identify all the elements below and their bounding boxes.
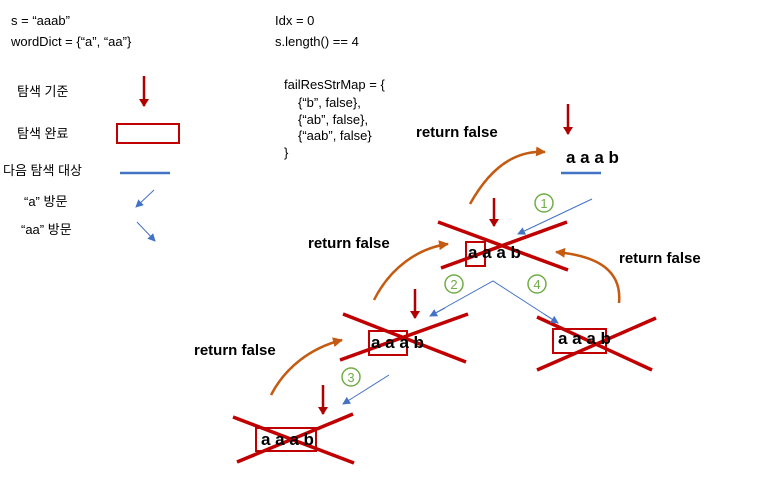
index-line: Idx = 0 bbox=[275, 13, 315, 28]
n1-cross-line-b bbox=[440, 220, 568, 270]
legend-visit-a-arrow-icon bbox=[135, 189, 155, 208]
legend-visit-a-label: “a” 방문 bbox=[24, 194, 68, 209]
return-arrow-n2-to-n1 bbox=[372, 240, 449, 301]
n1-done-box bbox=[465, 241, 486, 267]
legend-visit-aa-arrow-icon bbox=[136, 221, 156, 242]
fail-map-entry: {“ab”, false}, bbox=[298, 112, 369, 127]
n2-cross-line-b bbox=[339, 312, 469, 362]
n3-cross-line-b bbox=[236, 412, 354, 464]
legend-visit-aa-label: “aa” 방문 bbox=[21, 222, 72, 237]
return-false-label-root: return false bbox=[416, 124, 498, 141]
edge-n1-to-n2-head bbox=[429, 307, 446, 317]
n3-done-box bbox=[255, 427, 317, 452]
step-circle-1 bbox=[534, 193, 554, 213]
legend-next-target-label: 다음 탐색 대상 bbox=[3, 163, 82, 178]
edge-n1-branch bbox=[429, 280, 559, 324]
step-circle-3 bbox=[341, 367, 361, 387]
return-arrow-n3-to-n2 bbox=[269, 337, 343, 396]
input-string-line: s = “aaab” bbox=[11, 13, 70, 28]
legend-search-done-box bbox=[116, 123, 180, 144]
return-false-label-n4: return false bbox=[619, 250, 701, 267]
fail-map-close: } bbox=[284, 145, 289, 160]
n4-cross-line-b bbox=[536, 316, 657, 372]
fail-map-entry: {“aab”, false} bbox=[298, 128, 372, 143]
edge-n1-to-n4-head bbox=[543, 313, 559, 324]
return-false-label-n2: return false bbox=[194, 342, 276, 359]
step-label-2: 2 bbox=[450, 277, 457, 292]
return-arrow-n1-to-root bbox=[468, 146, 546, 205]
node-n2-string: a a a b bbox=[371, 333, 424, 352]
step-circle-2 bbox=[444, 274, 464, 294]
node-root-string: a a a b bbox=[566, 148, 619, 167]
step-circle-4 bbox=[527, 274, 547, 294]
legend-search-done-label: 탐색 완료 bbox=[17, 126, 69, 141]
step-label-3: 3 bbox=[347, 370, 354, 385]
return-arrow-n4-to-n1 bbox=[555, 247, 621, 304]
legend-search-base-label: 탐색 기준 bbox=[17, 84, 69, 99]
step-label-1: 1 bbox=[540, 196, 547, 211]
edge-n2-to-n3 bbox=[342, 374, 390, 405]
length-line: s.length() == 4 bbox=[275, 34, 359, 49]
node-n3-string: a a a b bbox=[261, 430, 314, 449]
fail-map-entry: {“b”, false}, bbox=[298, 95, 361, 110]
node-n1-string: a a a b bbox=[468, 243, 521, 262]
word-dict-line: wordDict = {“a”, “aa”} bbox=[11, 34, 132, 49]
return-false-label-n1: return false bbox=[308, 235, 390, 252]
node-n4-string: a a a b bbox=[558, 329, 611, 348]
fail-map-title: failResStrMap = { bbox=[284, 77, 385, 92]
step-label-4: 4 bbox=[533, 277, 540, 292]
edge-root-to-n1 bbox=[517, 198, 593, 235]
